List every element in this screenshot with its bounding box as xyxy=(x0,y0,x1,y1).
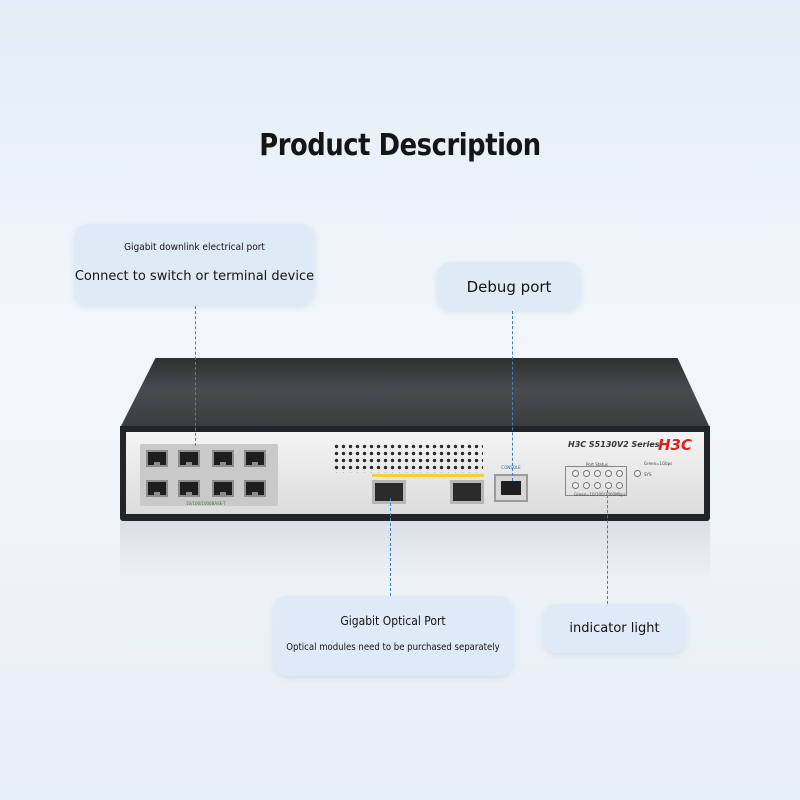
vent-grille xyxy=(333,443,483,473)
led-3 xyxy=(594,470,601,477)
led-panel xyxy=(565,466,627,496)
led-2 xyxy=(583,470,590,477)
callout-debug-port: Debug port xyxy=(437,262,581,310)
sfp-strip xyxy=(372,474,484,477)
switch-top-cover xyxy=(120,358,710,428)
rj45-port-5 xyxy=(146,480,168,497)
console-label: CONSOLE xyxy=(501,465,521,470)
console-port-socket xyxy=(501,481,521,495)
indicator-light-title: indicator light xyxy=(569,621,660,636)
led-legend-bottom: Green=10/100/1000Mbps xyxy=(574,492,626,497)
model-label: H3C S5130V2 Series xyxy=(568,440,660,449)
port-status-label: Port Status xyxy=(586,462,608,467)
led-5 xyxy=(616,470,623,477)
optical-port-desc: Optical modules need to be purchased sep… xyxy=(286,642,500,653)
electrical-port-desc: Connect to switch or terminal device xyxy=(74,269,315,284)
rj45-port-3 xyxy=(212,450,234,467)
callout-electrical-port: Gigabit downlink electrical port Connect… xyxy=(74,224,315,305)
leader-line-electrical xyxy=(195,306,196,446)
led-8 xyxy=(594,482,601,489)
rj45-port-1 xyxy=(146,450,168,467)
sys-label: SYS xyxy=(644,472,652,477)
console-port xyxy=(494,474,528,502)
leader-line-optical xyxy=(390,498,391,596)
sfp-port-1 xyxy=(372,480,406,504)
leader-line-debug xyxy=(512,311,513,481)
callout-optical-port: Gigabit Optical Port Optical modules nee… xyxy=(273,596,513,676)
h3c-logo: H3C xyxy=(658,436,692,454)
led-1 xyxy=(572,470,579,477)
port-strip-label: 10/100/1000BASE-T xyxy=(186,501,226,506)
rj45-port-4 xyxy=(244,450,266,467)
led-10 xyxy=(616,482,623,489)
switch-reflection xyxy=(120,521,710,581)
callout-indicator-light: indicator light xyxy=(543,604,686,653)
electrical-port-title: Gigabit downlink electrical port xyxy=(124,242,265,253)
rj45-port-7 xyxy=(212,480,234,497)
sfp-port-2 xyxy=(450,480,484,504)
led-sys xyxy=(634,470,641,477)
optical-port-title: Gigabit Optical Port xyxy=(340,614,446,628)
led-9 xyxy=(605,482,612,489)
led-legend-top: Green=1Gbps xyxy=(644,461,673,466)
debug-port-title: Debug port xyxy=(466,278,552,296)
rj45-port-8 xyxy=(244,480,266,497)
rj45-port-2 xyxy=(178,450,200,467)
led-6 xyxy=(572,482,579,489)
leader-line-indicator xyxy=(607,490,608,604)
led-7 xyxy=(583,482,590,489)
led-4 xyxy=(605,470,612,477)
rj45-port-6 xyxy=(178,480,200,497)
page-title: Product Description xyxy=(259,128,541,163)
